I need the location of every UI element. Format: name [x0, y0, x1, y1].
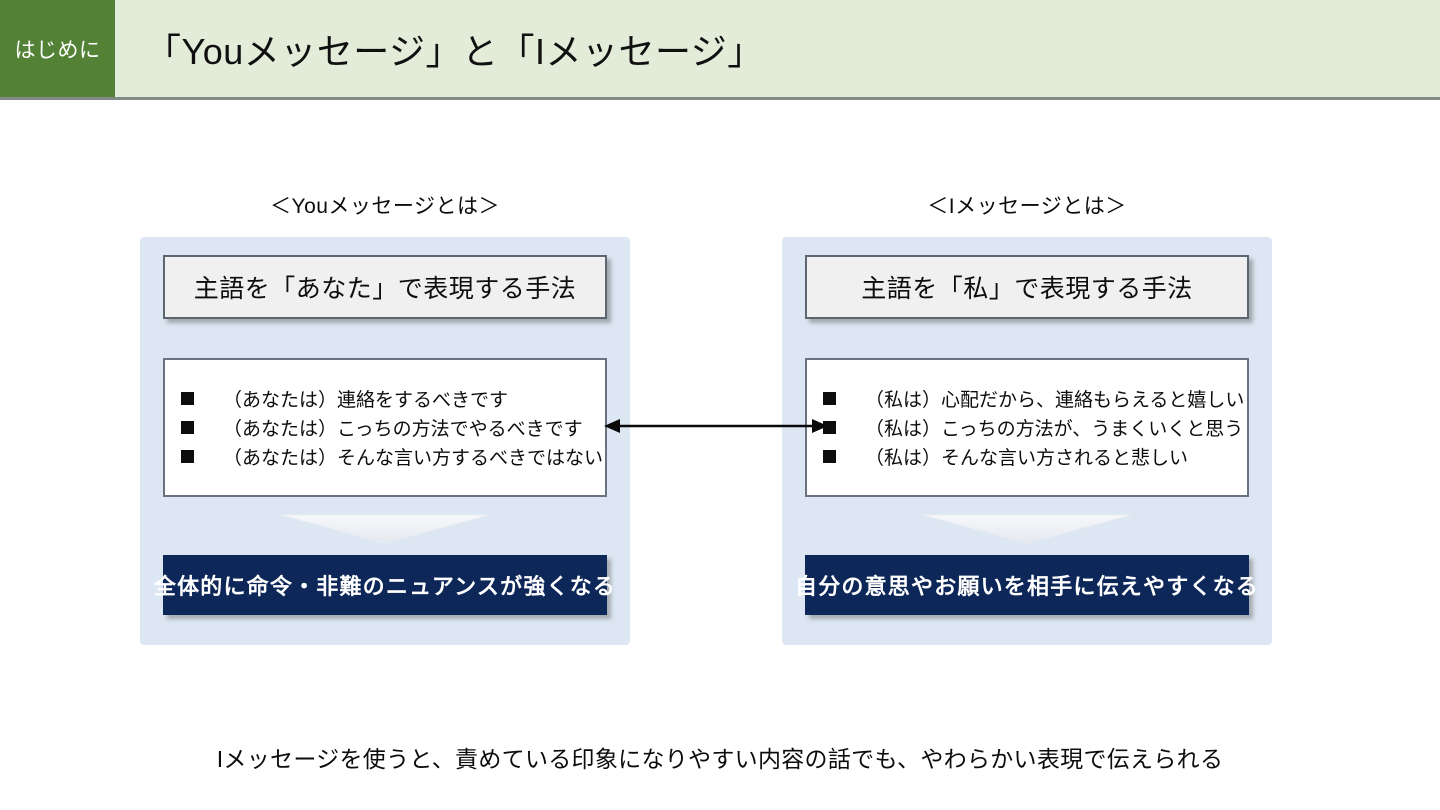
double-headed-arrow-icon	[604, 412, 828, 440]
you-message-column: ＜Youメッセージとは＞ 主語を「あなた」で表現する手法 （あなたは）連絡をする…	[140, 190, 630, 645]
square-bullet-icon	[823, 450, 836, 463]
list-item: （私は）心配だから、連絡もらえると嬉しい	[823, 384, 1247, 413]
down-chevron-arrow-icon	[281, 513, 489, 545]
header-section-tab: はじめに	[0, 0, 115, 97]
i-message-panel: 主語を「私」で表現する手法 （私は）心配だから、連絡もらえると嬉しい （私は）こ…	[782, 237, 1272, 645]
i-message-caption: ＜Iメッセージとは＞	[927, 195, 1127, 218]
square-bullet-icon	[181, 392, 194, 405]
square-bullet-icon	[823, 421, 836, 434]
list-item-text: （あなたは）こっちの方法でやるべきです	[223, 419, 583, 440]
i-message-definition-box: 主語を「私」で表現する手法	[805, 255, 1249, 319]
list-item-text: （私は）そんな言い方されると悲しい	[865, 448, 1189, 469]
you-message-definition-box: 主語を「あなた」で表現する手法	[163, 255, 607, 319]
i-message-column: ＜Iメッセージとは＞ 主語を「私」で表現する手法 （私は）心配だから、連絡もらえ…	[782, 190, 1272, 645]
you-message-caption: ＜Youメッセージとは＞	[269, 195, 501, 218]
you-message-examples-box: （あなたは）連絡をするべきです （あなたは）こっちの方法でやるべきです （あなた…	[163, 358, 607, 497]
list-item: （あなたは）そんな言い方するべきではない	[181, 442, 605, 471]
list-item: （あなたは）連絡をするべきです	[181, 384, 605, 413]
list-item-text: （あなたは）連絡をするべきです	[223, 390, 509, 411]
i-message-conclusion-text: 自分の意思やお願いを相手に伝えやすくなる	[795, 574, 1260, 599]
list-item-text: （私は）心配だから、連絡もらえると嬉しい	[865, 390, 1245, 411]
you-message-conclusion-text: 全体的に命令・非難のニュアンスが強くなる	[153, 574, 617, 599]
list-item: （私は）こっちの方法が、うまくいくと思う	[823, 413, 1247, 442]
you-message-panel: 主語を「あなた」で表現する手法 （あなたは）連絡をするべきです （あなたは）こっ…	[140, 237, 630, 645]
i-message-conclusion-box: 自分の意思やお願いを相手に伝えやすくなる	[795, 555, 1258, 615]
you-message-conclusion-box: 全体的に命令・非難のニュアンスが強くなる	[154, 555, 615, 615]
i-message-definition-text: 主語を「私」で表現する手法	[861, 275, 1193, 303]
list-item: （あなたは）こっちの方法でやるべきです	[181, 413, 605, 442]
down-chevron-arrow-icon	[923, 513, 1131, 545]
list-item: （私は）そんな言い方されると悲しい	[823, 442, 1247, 471]
slide-header: はじめに 「Youメッセージ」と「Iメッセージ」	[0, 0, 1440, 100]
summary-note: Iメッセージを使うと、責めている印象になりやすい内容の話でも、やわらかい表現で伝…	[216, 746, 1224, 772]
list-item-text: （私は）こっちの方法が、うまくいくと思う	[865, 419, 1244, 440]
square-bullet-icon	[823, 392, 836, 405]
i-message-examples-box: （私は）心配だから、連絡もらえると嬉しい （私は）こっちの方法が、うまくいくと思…	[805, 358, 1249, 497]
slide-title: 「Youメッセージ」と「Iメッセージ」	[145, 30, 764, 72]
header-tab-label: はじめに	[14, 38, 101, 62]
square-bullet-icon	[181, 450, 194, 463]
you-message-definition-text: 主語を「あなた」で表現する手法	[193, 275, 577, 303]
list-item-text: （あなたは）そんな言い方するべきではない	[223, 448, 604, 469]
square-bullet-icon	[181, 421, 194, 434]
